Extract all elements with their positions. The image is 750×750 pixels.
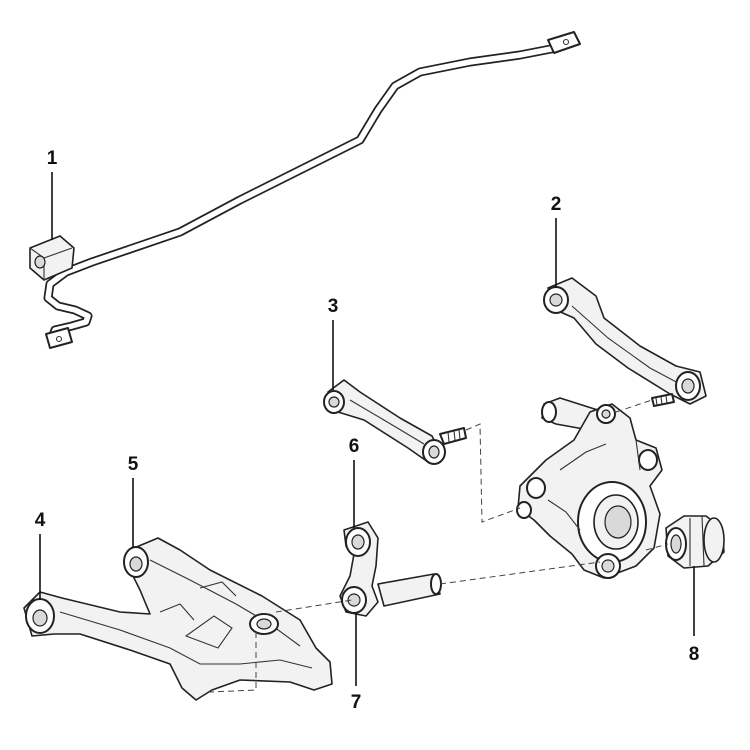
wheel-hub-carrier [516,397,663,579]
callout-2: 2 [551,194,562,215]
callout-8: 8 [689,644,700,665]
lower-control-arm [23,537,333,701]
stabilizer-bar [43,31,581,349]
callout-5: 5 [128,454,139,475]
upper-control-arm [543,277,707,407]
hub-carrier-bushing [665,515,725,569]
lower-arm-rear-bushing [123,546,149,578]
callout-1: 1 [47,148,58,169]
callout-3: 3 [328,296,339,317]
leader-lines [39,172,695,686]
link-lower-bushing [341,586,367,614]
callout-numbers: 1 2 3 4 5 6 7 8 [35,148,700,713]
lower-arm-front-bushing [25,598,55,634]
assembly-lines [209,399,669,693]
callout-6: 6 [349,436,360,457]
callout-4: 4 [35,510,46,531]
tie-rod-link [323,379,467,465]
stabilizer-bar-bushing [29,235,75,281]
link-upper-bushing [345,527,371,557]
callout-7: 7 [351,692,362,713]
